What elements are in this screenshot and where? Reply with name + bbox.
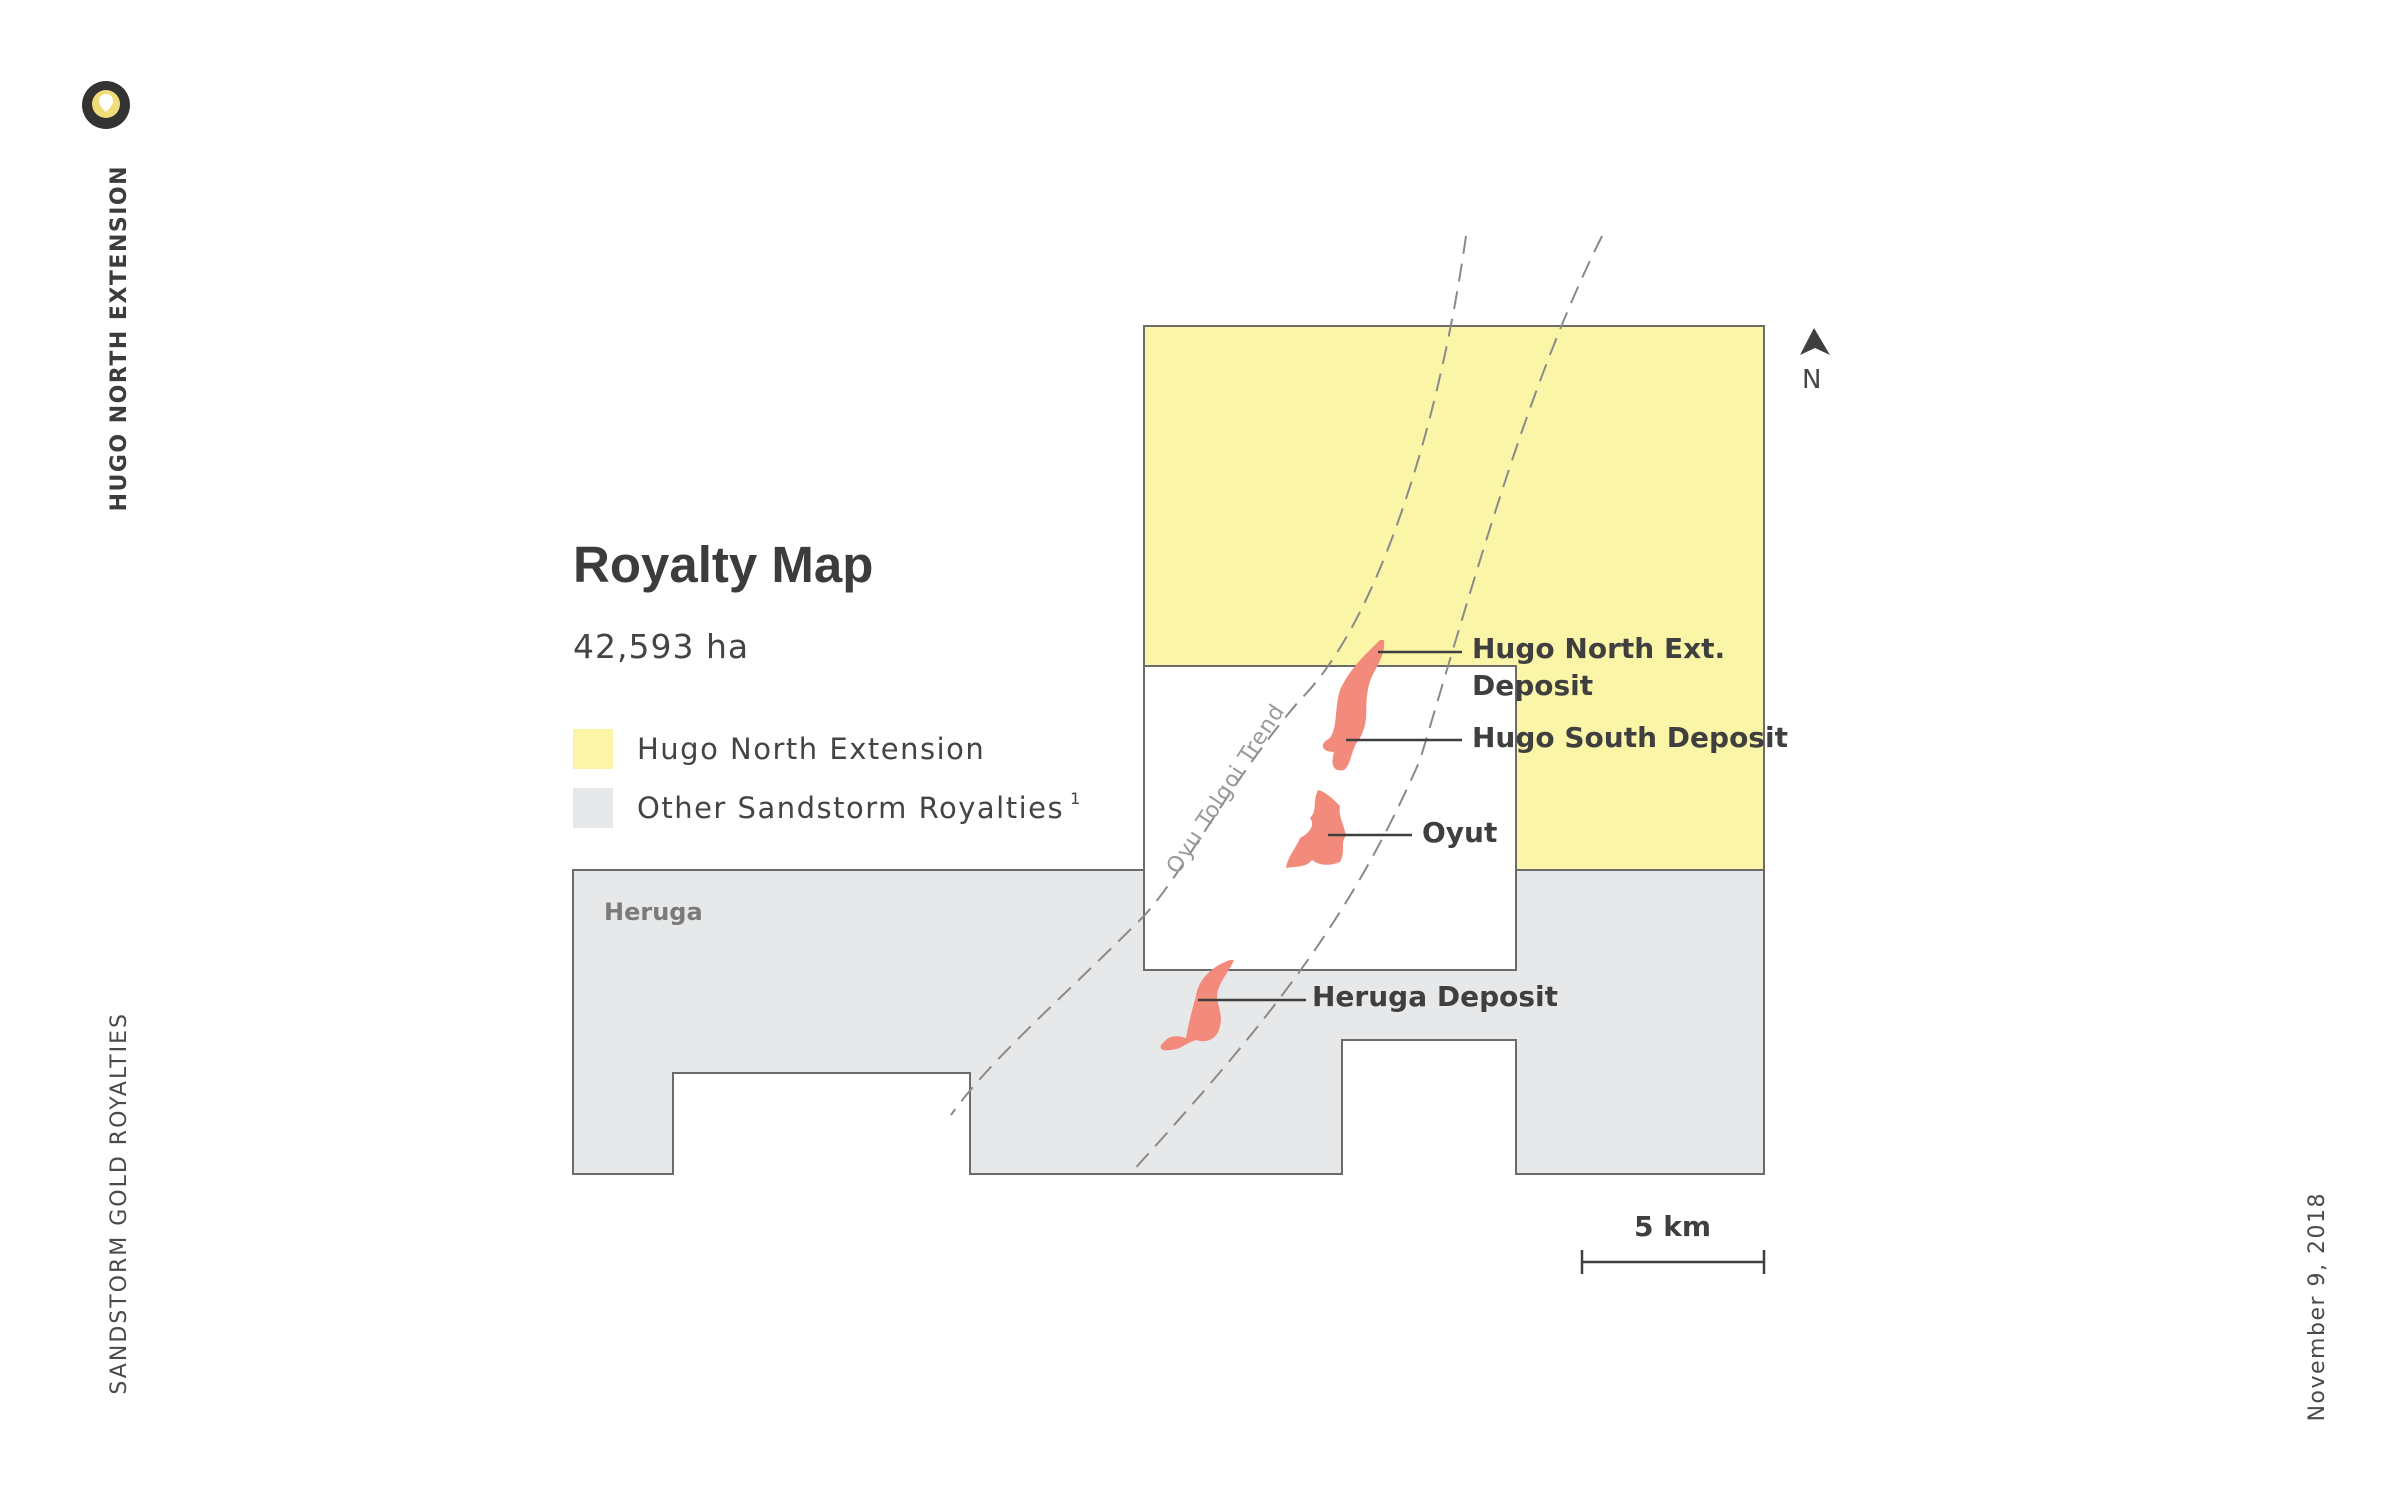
deposit-label-heruga: Heruga Deposit bbox=[1312, 980, 1559, 1013]
oyut-deposit-shape bbox=[1286, 790, 1346, 868]
hugo-north-extension-area bbox=[1144, 326, 1764, 870]
hugo-north-deposit-shape bbox=[1322, 640, 1385, 771]
region-label-heruga: Heruga bbox=[604, 898, 703, 926]
deposit-label-hugo-north-2: Deposit bbox=[1472, 669, 1594, 702]
scale-bar bbox=[1580, 1250, 1766, 1274]
scale-label: 5 km bbox=[1634, 1210, 1712, 1243]
map-title: Royalty Map bbox=[573, 536, 874, 593]
north-label: N bbox=[1802, 365, 1822, 395]
legend-swatch-grey bbox=[573, 788, 613, 828]
other-royalties-area bbox=[573, 870, 1764, 1174]
legend-item-hugo-north: Hugo North Extension bbox=[573, 729, 985, 769]
legend-label: Hugo North Extension bbox=[637, 732, 986, 766]
deposit-label-oyut: Oyut bbox=[1422, 816, 1498, 849]
trend-line-west bbox=[950, 235, 1467, 1116]
total-area: 42,593 ha bbox=[573, 627, 750, 666]
heruga-deposit-shape bbox=[1160, 960, 1234, 1051]
footnote-marker: 1 bbox=[1070, 789, 1082, 808]
sandstorm-logo-icon bbox=[82, 81, 130, 129]
north-arrow-icon bbox=[1800, 328, 1830, 355]
trend-line-east bbox=[1129, 235, 1603, 1175]
deposit-label-hugo-south: Hugo South Deposit bbox=[1472, 721, 1788, 754]
deposit-label-hugo-north: Hugo North Ext. bbox=[1472, 632, 1726, 665]
legend-swatch-yellow bbox=[573, 729, 613, 769]
